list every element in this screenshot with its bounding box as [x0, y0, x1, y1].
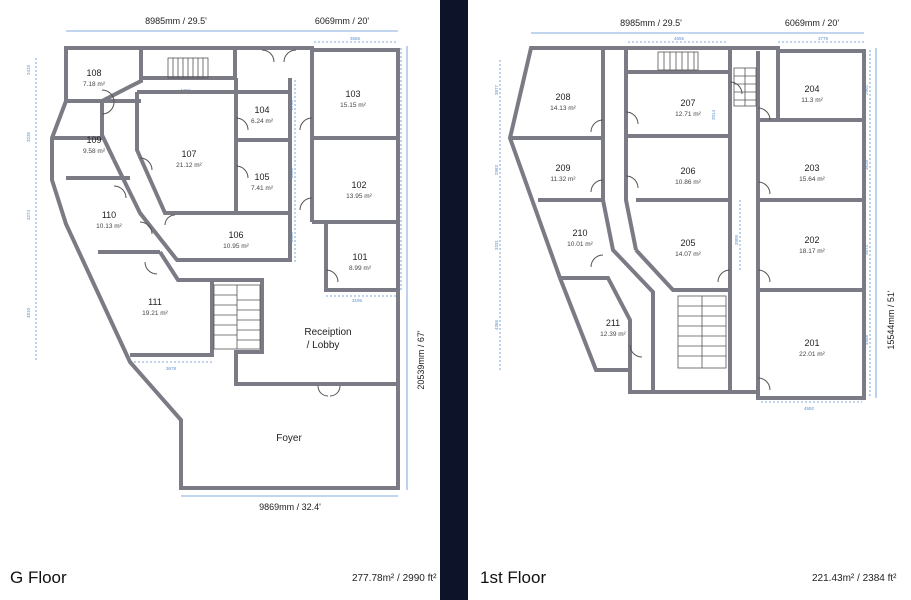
room-103-area: 15.15 m²	[340, 102, 366, 109]
reception-label-line1: Receiption	[304, 327, 351, 338]
ground-floor-plan: 8985mm / 29.5' 6069mm / 20' 20539mm / 67…	[26, 16, 426, 512]
first-dim-3673: 3673	[864, 244, 869, 255]
ground-dim-2419: 2419	[26, 64, 31, 75]
room-207-area: 12.71 m²	[675, 111, 701, 118]
room-101-number: 101	[352, 252, 367, 262]
first-stairs	[657, 51, 757, 369]
ground-left-dimensions: 2419 3235 3274 4810	[26, 58, 37, 360]
room-203-area: 15.64 m²	[799, 176, 825, 183]
first-dim-4592: 4592	[804, 406, 815, 411]
ground-doors	[101, 49, 341, 397]
ground-floor-panel: 8985mm / 29.5' 6069mm / 20' 20539mm / 67…	[0, 0, 440, 600]
room-110-area: 10.13 m²	[96, 223, 122, 230]
ground-bottom-dimension: 9869mm / 32.4'	[181, 495, 398, 512]
room-204-area: 11.3 m²	[801, 97, 823, 104]
ground-dim-3678: 3678	[166, 366, 177, 371]
room-111-area: 19.21 m²	[142, 310, 168, 317]
ground-floor-title: G Floor	[10, 568, 67, 587]
ground-dim-4810: 4810	[26, 307, 31, 318]
first-dim-3877: 3877	[494, 84, 499, 95]
room-206-area: 10.86 m²	[675, 179, 701, 186]
room-106-area: 10.95 m²	[223, 243, 249, 250]
room-109-number: 109	[86, 135, 101, 145]
room-202-number: 202	[804, 235, 819, 245]
room-105-area: 7.41 m²	[251, 185, 274, 192]
first-right-dimension: 15544mm / 51'	[875, 48, 896, 398]
room-201-number: 201	[804, 338, 819, 348]
room-110-number: 110	[102, 210, 116, 220]
ground-dim-bottom: 9869mm / 32.4'	[259, 502, 321, 512]
room-209-number: 209	[555, 163, 570, 173]
room-105-number: 105	[254, 172, 269, 182]
room-202-area: 18.17 m²	[799, 248, 825, 255]
first-dim-3638: 3638	[864, 159, 869, 170]
first-dim-2983: 2983	[494, 164, 499, 175]
ground-top-dimension: 8985mm / 29.5' 6069mm / 20'	[66, 16, 398, 32]
first-dim-2014: 2014	[711, 109, 716, 120]
first-dim-2902: 2902	[864, 84, 869, 95]
first-doors	[590, 81, 771, 391]
ground-right-dimension: 20539mm / 67'	[406, 46, 426, 490]
room-109-area: 9.58 m²	[83, 148, 106, 155]
first-dim-right: 15544mm / 51'	[886, 290, 896, 350]
first-floor-plan: 8985mm / 29.5' 6069mm / 20' 15544mm / 51…	[494, 18, 896, 411]
room-206-number: 206	[680, 166, 695, 176]
first-inner-dimensions: 4555 3778 2902 3638 3673 4888 4592 2014 …	[494, 36, 871, 411]
room-104-area: 6.24 m²	[251, 118, 274, 125]
room-208-number: 208	[555, 92, 570, 102]
first-dim-4555: 4555	[674, 36, 685, 41]
room-108-area: 7.18 m²	[83, 81, 106, 88]
room-205-area: 14.07 m²	[675, 251, 701, 258]
first-dim-top-right: 6069mm / 20'	[785, 18, 840, 28]
room-203-number: 203	[804, 163, 819, 173]
first-top-dimension: 8985mm / 29.5' 6069mm / 20'	[531, 18, 864, 34]
room-108-number: 108	[86, 68, 101, 78]
ground-inner-dimensions: 3656 4152 3903 2949 3195 4493 2703 3268 …	[130, 36, 402, 371]
ground-dim-top-right: 6069mm / 20'	[315, 16, 370, 26]
foyer-label: Foyer	[276, 433, 302, 444]
room-104-number: 104	[254, 105, 269, 115]
room-201-area: 22.01 m²	[799, 351, 825, 358]
first-dim-3778: 3778	[818, 36, 829, 41]
first-floor-panel: 8985mm / 29.5' 6069mm / 20' 15544mm / 51…	[468, 0, 911, 600]
room-211-area: 12.39 m²	[600, 331, 626, 338]
first-room-labels: 208 14.13 m² 207 12.71 m² 204 11.3 m² 20…	[550, 84, 825, 358]
first-dim-top-left: 8985mm / 29.5'	[620, 18, 682, 28]
ground-stairs	[167, 57, 261, 350]
room-102-number: 102	[351, 180, 366, 190]
room-106-number: 106	[228, 230, 243, 240]
reception-label-line2: / Lobby	[307, 340, 340, 351]
first-floor-total-area: 221.43m² / 2384 ft²	[812, 573, 897, 584]
room-207-number: 207	[680, 98, 695, 108]
room-204-number: 204	[804, 84, 819, 94]
room-111-number: 111	[148, 297, 162, 307]
first-dim-3909: 3909	[734, 234, 739, 245]
ground-dim-3195: 3195	[352, 298, 363, 303]
room-102-area: 13.95 m²	[346, 193, 372, 200]
ground-dim-right: 20539mm / 67'	[416, 330, 426, 390]
room-101-area: 8.99 m²	[349, 265, 372, 272]
room-209-area: 11.32 m²	[550, 176, 576, 183]
ground-room-labels: 108 7.18 m² 109 9.58 m² 110 10.13 m² 111…	[83, 68, 373, 444]
ground-dim-top-left: 8985mm / 29.5'	[145, 16, 207, 26]
ground-dim-3274: 3274	[26, 209, 31, 220]
first-dim-4888: 4888	[864, 334, 869, 345]
first-floor-title: 1st Floor	[480, 568, 547, 587]
room-211-number: 211	[606, 318, 620, 328]
room-208-area: 14.13 m²	[550, 105, 576, 112]
panel-divider	[440, 0, 468, 600]
room-107-number: 107	[181, 149, 196, 159]
room-205-number: 205	[680, 238, 695, 248]
room-107-area: 21.12 m²	[176, 162, 202, 169]
ground-dim-3235: 3235	[26, 131, 31, 142]
ground-dim-3656: 3656	[350, 36, 361, 41]
room-210-number: 210	[572, 228, 587, 238]
room-210-area: 10.01 m²	[567, 241, 593, 248]
ground-floor-total-area: 277.78m² / 2990 ft²	[352, 573, 437, 584]
first-dim-3331: 3331	[494, 239, 499, 250]
room-103-number: 103	[345, 89, 360, 99]
ground-walls	[50, 46, 400, 490]
first-walls	[507, 46, 866, 400]
first-dim-4366: 4366	[494, 319, 499, 330]
